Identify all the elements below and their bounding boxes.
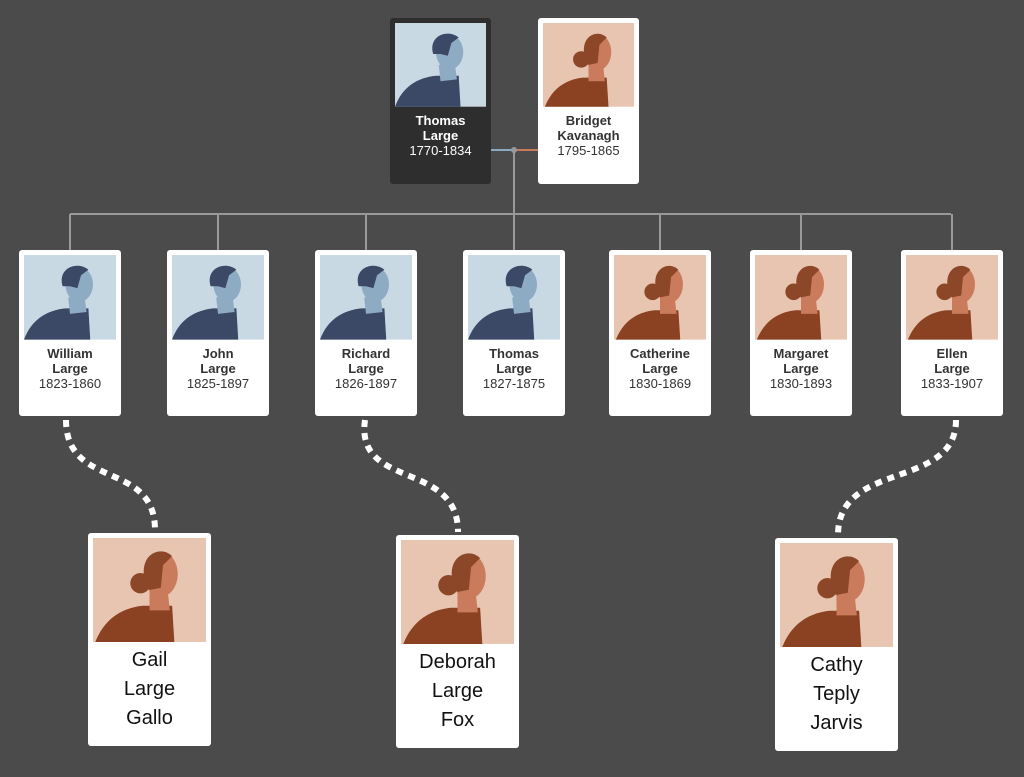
descent-line-cathy xyxy=(835,419,959,536)
male-avatar-icon xyxy=(172,255,264,340)
person-years: 1826-1897 xyxy=(334,375,398,391)
male-avatar-icon xyxy=(24,255,116,340)
person-years: 1830-1869 xyxy=(628,375,692,391)
female-avatar-icon xyxy=(401,540,514,644)
female-avatar-icon xyxy=(906,255,998,340)
male-avatar-icon xyxy=(468,255,560,340)
person-years: 1823-1860 xyxy=(38,375,102,391)
male-avatar-icon xyxy=(320,255,412,340)
female-avatar-icon xyxy=(543,23,634,107)
female-avatar-icon xyxy=(780,543,893,647)
descent-line-deborah xyxy=(361,419,461,533)
male-avatar-icon xyxy=(395,23,486,107)
person-years: 1827-1875 xyxy=(482,375,546,391)
female-avatar-icon xyxy=(755,255,847,340)
person-years: 1770-1834 xyxy=(409,142,472,158)
person-years: 1825-1897 xyxy=(186,375,250,391)
person-years: 1795-1865 xyxy=(557,142,620,158)
descent-line-gail xyxy=(63,419,158,531)
female-avatar-icon xyxy=(93,538,206,642)
person-years: 1833-1907 xyxy=(920,375,984,391)
person-years: 1830-1893 xyxy=(769,375,833,391)
female-avatar-icon xyxy=(614,255,706,340)
